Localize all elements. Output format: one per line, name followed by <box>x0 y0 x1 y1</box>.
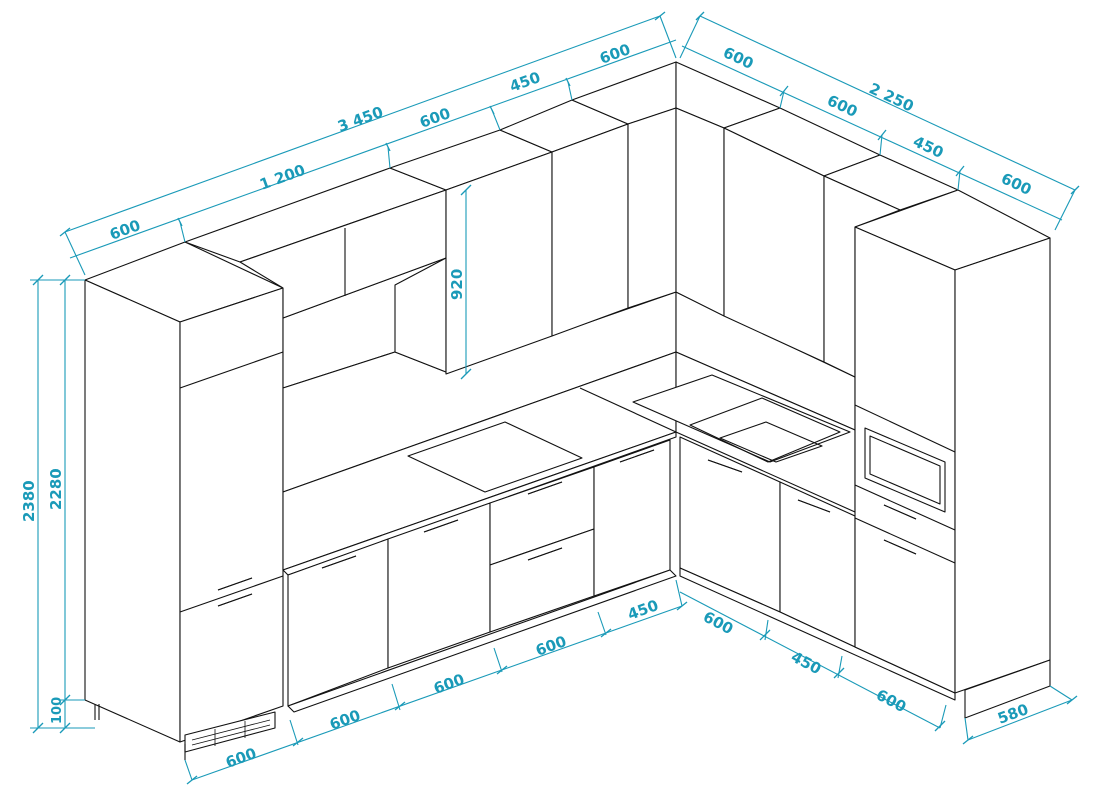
base-cabinets-left <box>287 439 677 713</box>
dim-bottom-left-d: 600 <box>533 632 569 660</box>
dim-tall-total-height: 2380 <box>20 480 38 522</box>
dim-top-right-total: 2 250 <box>866 79 916 115</box>
dim-bottom-right-b: 450 <box>788 648 824 679</box>
oven-window <box>864 427 946 513</box>
dim-bottom-left-b: 600 <box>327 706 363 734</box>
dim-top-left-c: 450 <box>507 68 543 96</box>
dim-bottom-left-a: 600 <box>223 744 259 772</box>
dim-top-left-a: 600 <box>107 216 143 244</box>
base-cabinets-right <box>679 436 956 701</box>
upper-cabinets-left <box>184 61 677 375</box>
dim-bottom-right-c: 600 <box>873 686 909 717</box>
dim-top-left-b: 600 <box>417 104 453 132</box>
countertops <box>282 351 856 576</box>
dim-top-left-d: 600 <box>597 40 633 68</box>
dim-bottom-left-c: 600 <box>431 670 467 698</box>
right-tall-cabinet <box>854 189 1051 719</box>
left-tall-cabinet <box>84 241 284 760</box>
dim-upper-cabinet-height: 920 <box>448 269 466 300</box>
dim-bottom-right-a: 600 <box>700 608 736 639</box>
dim-top-left-total: 3 450 <box>335 103 385 136</box>
dim-top-left-mid: 1 200 <box>257 161 307 194</box>
upper-cabinets-right <box>675 61 959 378</box>
sink <box>632 374 851 463</box>
dim-top-right-d: 600 <box>998 169 1034 199</box>
dim-top-right-c: 450 <box>910 132 946 162</box>
dim-top-right-a: 600 <box>720 43 756 73</box>
dimension-lines <box>30 11 1080 785</box>
dim-top-right-b: 600 <box>824 91 860 121</box>
dim-plinth-height: 100 <box>50 697 65 724</box>
dim-tall-body-height: 2280 <box>47 468 65 510</box>
cooktop <box>407 421 583 493</box>
